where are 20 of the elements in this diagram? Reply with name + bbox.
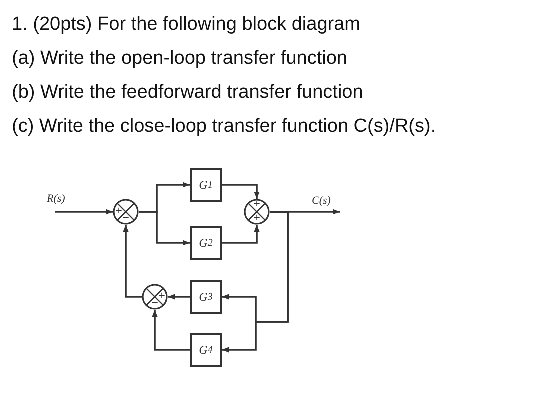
signal-arrow [222,211,289,353]
signal-label: C(s) [312,195,340,211]
signal-label: R(s) [47,193,73,209]
signal-arrow [123,225,142,298]
signal-arrow [222,184,260,199]
signal-arrow [139,211,190,246]
question-text: (a) Write the open-loop transfer function [12,48,348,70]
sign-label: − [151,300,159,308]
question-title: 1. (20pts) For the following block diagram [12,14,360,36]
sign-label: − [122,214,130,224]
signal-arrow [168,294,190,300]
sign-label: + [158,292,166,302]
sign-label: + [253,200,261,210]
sign-label: + [253,214,261,224]
signal-arrow [152,310,190,351]
sign-label: + [115,208,123,216]
question-text: (b) Write the feedforward transfer function [12,82,364,104]
question-text: (c) Write the close-loop transfer function C(s)/R(s). [12,116,436,138]
signal-arrow [222,225,260,244]
signal-arrow [55,209,113,215]
